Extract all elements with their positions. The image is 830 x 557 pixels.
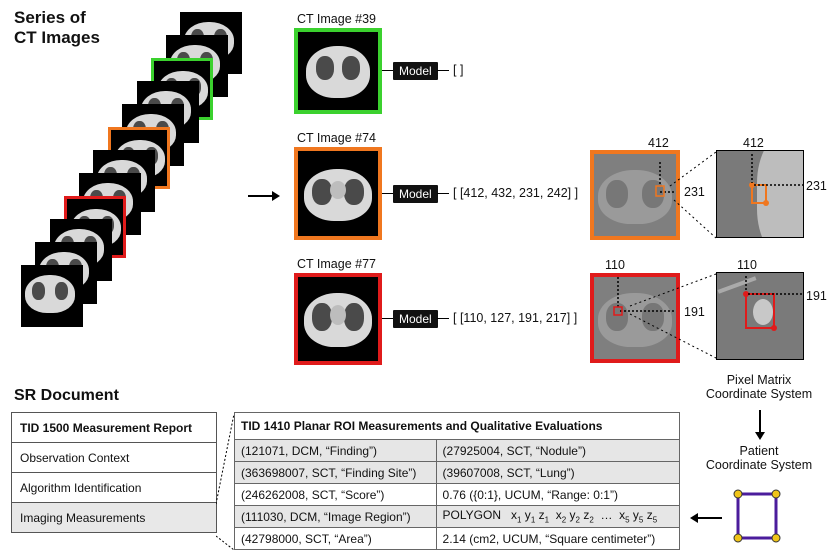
zoom-x-label-77: 110 [737,258,757,272]
zoom-image-74 [716,150,804,238]
detection-crosshair-74 [655,162,674,197]
model-box-77: Model [393,310,438,328]
tid1410-cell: (27925004, SCT, “Nodule”) [435,439,681,462]
ct-image-74 [294,147,382,240]
zoom-image-77 [716,272,804,360]
arrow-left-icon [690,513,722,523]
tid1410-cell: (121071, DCM, “Finding”) [234,439,437,462]
zoom-y-label-74: 231 [806,179,827,193]
ct-slice [20,265,83,327]
sr-document-title: SR Document [14,387,119,404]
tid1410-table: TID 1410 Planar ROI Measurements and Qua… [234,412,681,550]
series-title: Series of CT Images [14,8,100,47]
polygon-icon [733,489,781,543]
ct-image-74-title: CT Image #74 [297,131,376,145]
tid1410-cell: (363698007, SCT, “Finding Site”) [234,461,437,484]
pixel-x-label-77: 110 [605,258,625,272]
model-output-74: [ [412, 432, 231, 242] ] [453,186,579,200]
ct-image-39-title: CT Image #39 [297,12,376,26]
tid1500-table: TID 1500 Measurement Report Observation … [11,412,217,533]
detection-crosshair-77 [613,277,676,316]
zoom-crosshair-77 [743,276,804,331]
model-output-39: [ ] [453,63,464,77]
pixel-matrix-label: Pixel Matrix Coordinate System [705,373,813,401]
ct-image-39 [294,28,382,114]
pixel-y-label-77: 191 [684,305,705,319]
detection-image-77 [590,273,680,363]
ct-image-77-title: CT Image #77 [297,257,376,271]
pixel-y-label-74: 231 [684,185,705,199]
tid1410-cell: (39607008, SCT, “Lung”) [435,461,681,484]
tid1410-cell: 0.76 ({0:1}, UCUM, “Range: 0:1”) [435,483,681,506]
ct-image-77 [294,273,382,365]
arrow-down-icon [755,410,765,440]
zoom-y-label-77: 191 [806,289,827,303]
tid1410-cell: 2.14 (cm2, UCUM, “Square centimeter”) [435,527,681,550]
tid1410-header: TID 1410 Planar ROI Measurements and Qua… [234,412,680,440]
tid1410-cell: (246262008, SCT, “Score”) [234,483,437,506]
tid1500-row: Observation Context [11,442,217,473]
model-box-74: Model [393,185,438,203]
pixel-x-label-74: 412 [648,136,669,150]
zoom-crosshair-74 [749,154,804,206]
tid1500-row: Algorithm Identification [11,472,217,503]
model-output-77: [ [110, 127, 191, 217] ] [453,311,578,325]
tid1410-cell: (42798000, SCT, “Area”) [234,527,437,550]
tid1410-cell: (111030, DCM, “Image Region”) [234,505,437,528]
tid1410-polygon-cell: POLYGON x1 y1 z1 x2 y2 z2 … x5 y5 z5 [435,505,681,528]
model-box-39: Model [393,62,438,80]
tid1500-header: TID 1500 Measurement Report [11,412,217,443]
zoom-x-label-74: 412 [743,136,764,150]
patient-coordinate-label: Patient Coordinate System [705,444,813,472]
arrow-right-icon [248,191,280,201]
tid1500-row: Imaging Measurements [11,502,217,533]
